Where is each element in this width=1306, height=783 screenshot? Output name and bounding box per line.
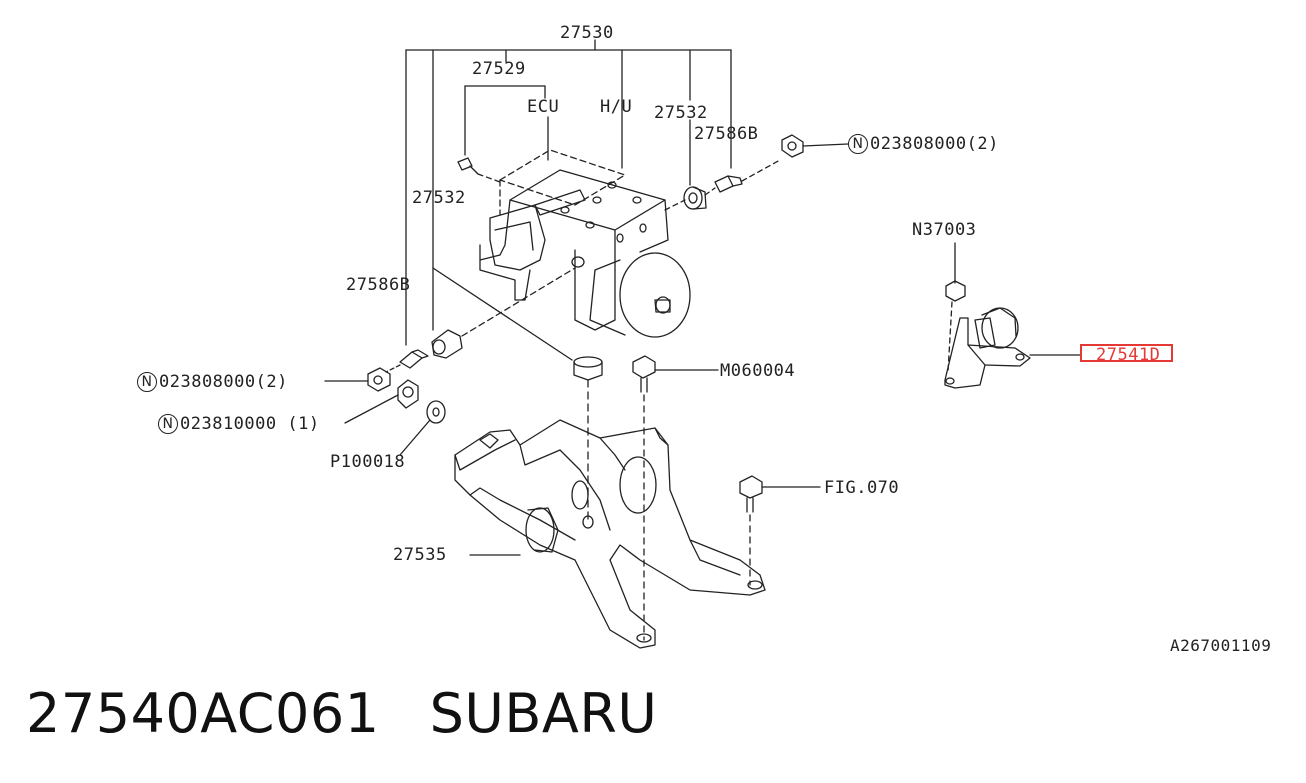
label-27541d: 27541D xyxy=(1096,345,1161,365)
label-m060004: M060004 xyxy=(720,361,796,381)
label-n37003: N37003 xyxy=(912,220,977,240)
grommet-center xyxy=(432,267,603,521)
label-p100018: P100018 xyxy=(330,452,406,472)
label-27586b-top: 27586B xyxy=(694,124,759,144)
nut-left xyxy=(324,367,391,392)
label-27532-left: 27532 xyxy=(412,188,466,208)
bolt-m060004 xyxy=(632,355,719,641)
leader-lines-27530 xyxy=(405,39,732,346)
leader-lines-27529 xyxy=(464,85,691,186)
label-27586b-left: 27586B xyxy=(346,275,411,295)
n-symbol-icon: N xyxy=(137,372,157,392)
grommet-left xyxy=(431,267,576,359)
washer-left xyxy=(399,400,446,456)
brand-name: SUBARU xyxy=(429,682,658,745)
part-number: 27540AC061 xyxy=(26,682,380,745)
bolt-fig070 xyxy=(739,475,821,586)
label-27535: 27535 xyxy=(393,545,447,565)
label-fig070: FIG.070 xyxy=(824,478,900,498)
n-symbol-icon: N xyxy=(848,134,868,154)
yaw-rate-sensor xyxy=(944,242,1081,389)
highlight-box xyxy=(1080,344,1173,362)
part-title: 27540AC061 SUBARU xyxy=(26,682,657,745)
label-27532-top: 27532 xyxy=(654,103,708,123)
grommet-top-right xyxy=(664,186,707,211)
part-number-text: 023808000(2) xyxy=(159,372,288,392)
label-27529: 27529 xyxy=(472,59,526,79)
part-number-text: 023808000(2) xyxy=(870,134,999,154)
label-hu: H/U xyxy=(600,97,633,117)
bracket-27535 xyxy=(454,419,766,649)
bolt-left xyxy=(385,349,429,373)
abs-hydraulic-unit xyxy=(479,149,691,338)
nut-top-right xyxy=(781,134,849,158)
exploded-parts-diagram xyxy=(324,39,1081,649)
label-ecu: ECU xyxy=(527,97,560,117)
collar-nut-left xyxy=(344,379,419,424)
reference-code: A267001109 xyxy=(1170,636,1272,655)
part-number-text: 023810000 (1) xyxy=(180,414,320,434)
label-27530: 27530 xyxy=(560,23,614,43)
ecu-screw xyxy=(457,157,501,183)
bolt-top-right xyxy=(704,159,781,196)
n-symbol-icon: N xyxy=(158,414,178,434)
